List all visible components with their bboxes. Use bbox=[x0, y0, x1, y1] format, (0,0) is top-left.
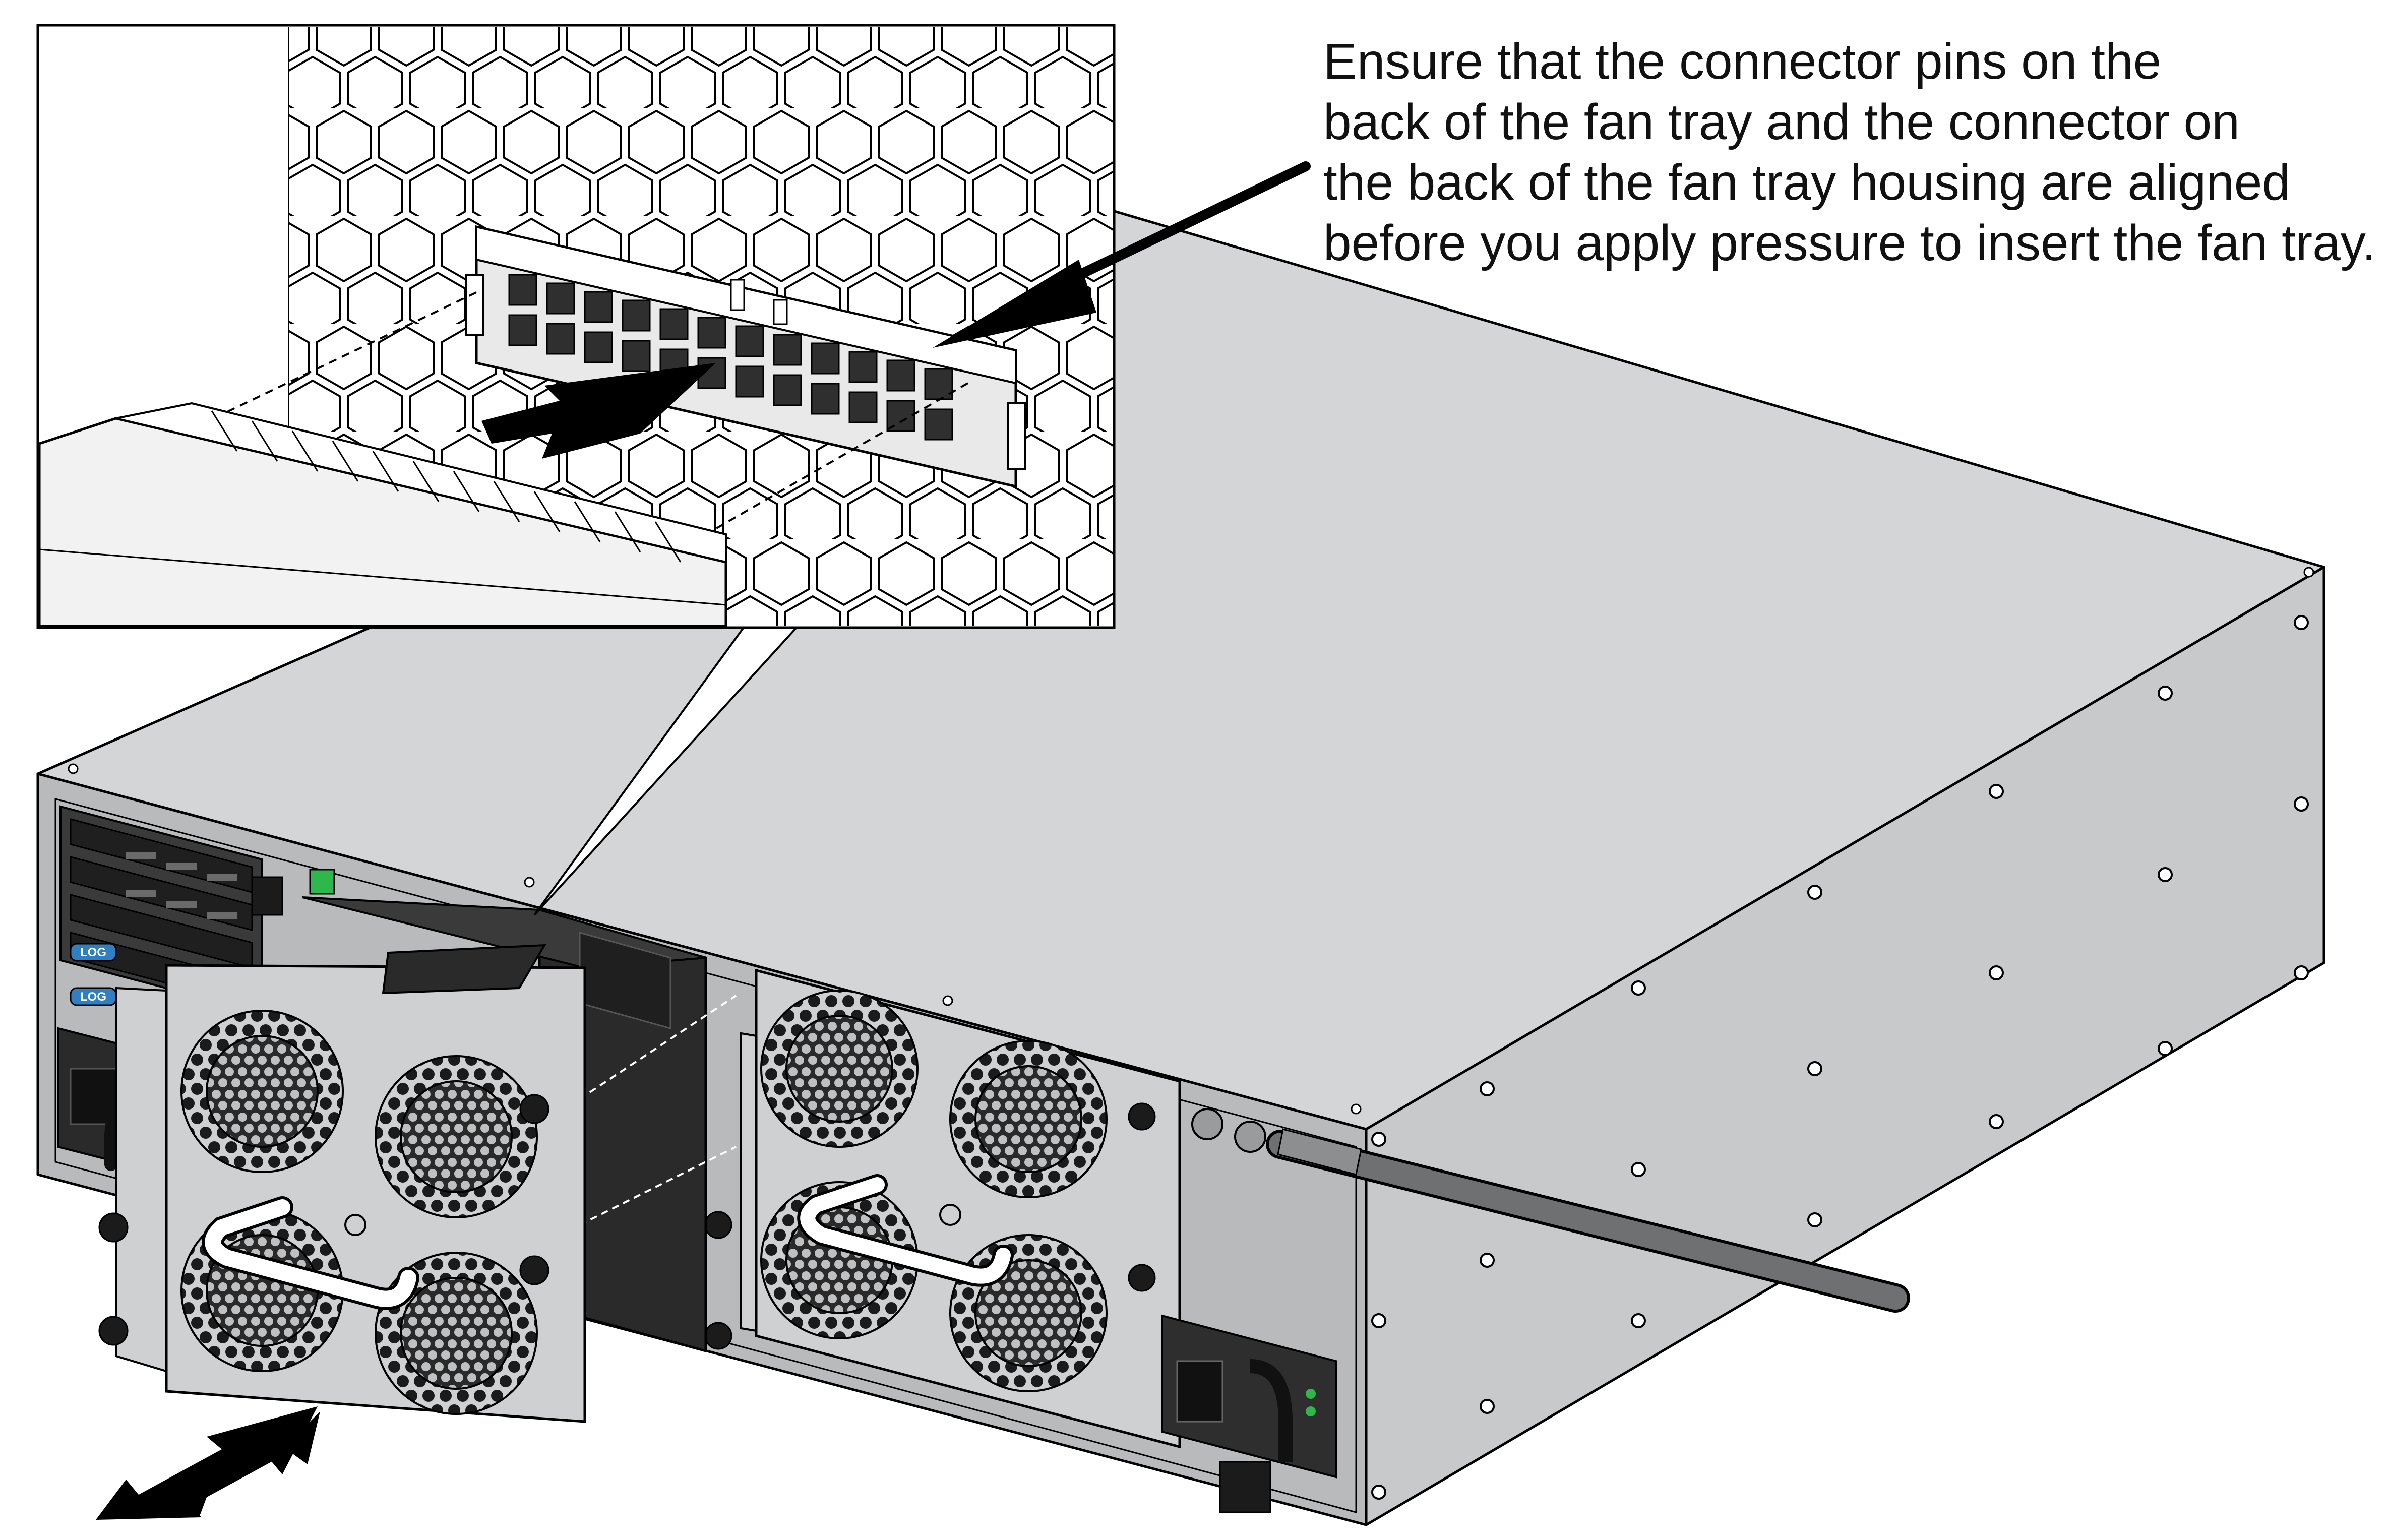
callout-line-3: the back of the fan tray housing are ali… bbox=[1323, 154, 2290, 211]
removed-fan-tray bbox=[98, 896, 737, 1423]
callout-line-4: before you apply pressure to insert the … bbox=[1323, 215, 2376, 271]
long-arrow-pointer-icon bbox=[933, 161, 1311, 348]
callout-leader-left bbox=[533, 627, 745, 916]
psu-log-label-text: LOG bbox=[80, 946, 106, 959]
connector-pins bbox=[508, 274, 953, 441]
installed-fan-tray bbox=[704, 968, 1181, 1449]
double-headed-arrow-icon bbox=[96, 1406, 320, 1520]
installed-thumbscrews bbox=[704, 1102, 1156, 1350]
connector-housing bbox=[465, 225, 1026, 488]
ground-studs bbox=[1191, 1108, 1266, 1153]
side-panel-screws bbox=[1371, 615, 2309, 1500]
callout-instruction: Ensure that the connector pins on the ba… bbox=[1323, 31, 2382, 273]
psu-log-label-text-2: LOG bbox=[80, 990, 106, 1004]
psu-log-label: LOG LOG bbox=[70, 943, 117, 1006]
callout-line-2: back of the fan tray and the connector o… bbox=[1323, 94, 2240, 150]
insert-arrow-icon bbox=[481, 363, 716, 459]
callout-leader-right bbox=[533, 627, 798, 916]
alignment-guides bbox=[579, 995, 737, 1226]
cable bbox=[1266, 1128, 1910, 1313]
removed-thumbscrews bbox=[98, 1094, 549, 1346]
status-led-green bbox=[309, 869, 335, 895]
fan-tray-edge bbox=[38, 402, 727, 628]
right-psu bbox=[1161, 1108, 1337, 1513]
callout-line-1: Ensure that the connector pins on the bbox=[1323, 33, 2162, 90]
